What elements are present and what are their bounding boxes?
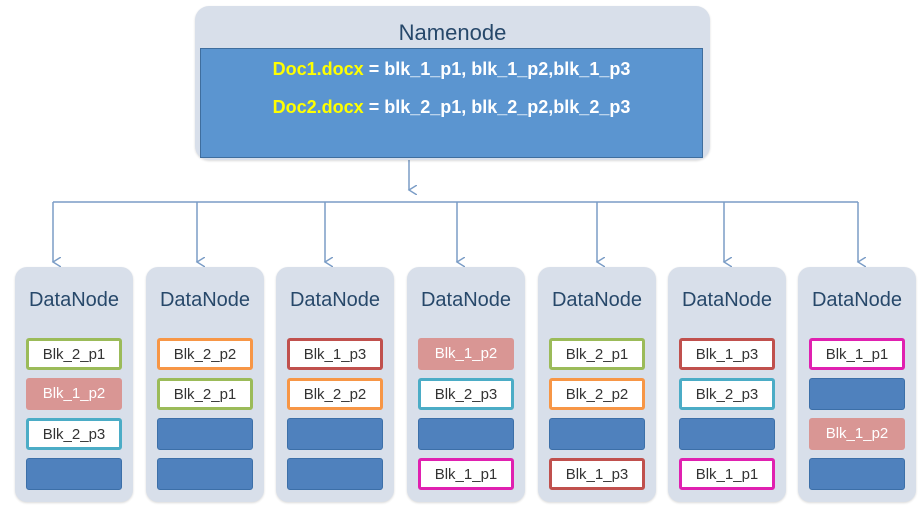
metadata-table: Doc1.docx = blk_1_p1, blk_1_p2,blk_1_p3 … [200, 48, 703, 158]
datanode-title: DataNode [289, 289, 381, 311]
datanode-2: DataNode Blk_2_p2 Blk_2_p1 [146, 267, 264, 502]
block-slot: Blk_1_p1 [418, 458, 514, 490]
datanode-title: DataNode [159, 289, 251, 311]
namenode-box: Namenode Doc1.docx = blk_1_p1, blk_1_p2,… [195, 6, 710, 160]
block-slot: Blk_1_p2 [809, 418, 905, 450]
block-slot [287, 418, 383, 450]
block-slot: Blk_2_p1 [26, 338, 122, 370]
datanode-title: DataNode [551, 289, 643, 311]
datanode-1: DataNode Blk_2_p1 Blk_1_p2 Blk_2_p3 [15, 267, 133, 502]
datanode-title: DataNode [681, 289, 773, 311]
namenode-title: Namenode [398, 20, 507, 45]
block-slot: Blk_1_p3 [287, 338, 383, 370]
block-slot [157, 418, 253, 450]
datanode-3: DataNode Blk_1_p3 Blk_2_p2 [276, 267, 394, 502]
file-mapping-doc1: Doc1.docx = blk_1_p1, blk_1_p2,blk_1_p3 [201, 59, 702, 80]
block-slot: Blk_1_p3 [549, 458, 645, 490]
block-slot [809, 378, 905, 410]
file-name: Doc1.docx [272, 59, 364, 79]
block-slot [679, 418, 775, 450]
block-slot: Blk_2_p2 [157, 338, 253, 370]
block-list: blk_2_p1, blk_2_p2,blk_2_p3 [384, 97, 631, 117]
block-slot: Blk_2_p2 [549, 378, 645, 410]
datanode-6: DataNode Blk_1_p3 Blk_2_p3 Blk_1_p1 [668, 267, 786, 502]
datanode-4: DataNode Blk_1_p2 Blk_2_p3 Blk_1_p1 [407, 267, 525, 502]
datanode-title: DataNode [28, 289, 120, 311]
block-slot: Blk_2_p3 [418, 378, 514, 410]
block-slot: Blk_1_p2 [418, 338, 514, 370]
block-slot: Blk_2_p3 [679, 378, 775, 410]
block-slot: Blk_1_p3 [679, 338, 775, 370]
block-slot [418, 418, 514, 450]
equals-sign: = [363, 97, 385, 117]
datanode-title: DataNode [420, 289, 512, 311]
block-slot: Blk_1_p2 [26, 378, 122, 410]
block-slot: Blk_2_p1 [157, 378, 253, 410]
file-name: Doc2.docx [272, 97, 364, 117]
block-slot [287, 458, 383, 490]
block-slot: Blk_2_p1 [549, 338, 645, 370]
block-slot: Blk_2_p3 [26, 418, 122, 450]
datanode-title: DataNode [811, 289, 903, 311]
datanode-5: DataNode Blk_2_p1 Blk_2_p2 Blk_1_p3 [538, 267, 656, 502]
block-slot [549, 418, 645, 450]
block-slot: Blk_1_p1 [809, 338, 905, 370]
datanode-7: DataNode Blk_1_p1 Blk_1_p2 [798, 267, 916, 502]
block-list: blk_1_p1, blk_1_p2,blk_1_p3 [384, 59, 631, 79]
file-mapping-doc2: Doc2.docx = blk_2_p1, blk_2_p2,blk_2_p3 [201, 97, 702, 118]
block-slot [26, 458, 122, 490]
block-slot [809, 458, 905, 490]
equals-sign: = [363, 59, 385, 79]
block-slot: Blk_2_p2 [287, 378, 383, 410]
block-slot [157, 458, 253, 490]
block-slot: Blk_1_p1 [679, 458, 775, 490]
